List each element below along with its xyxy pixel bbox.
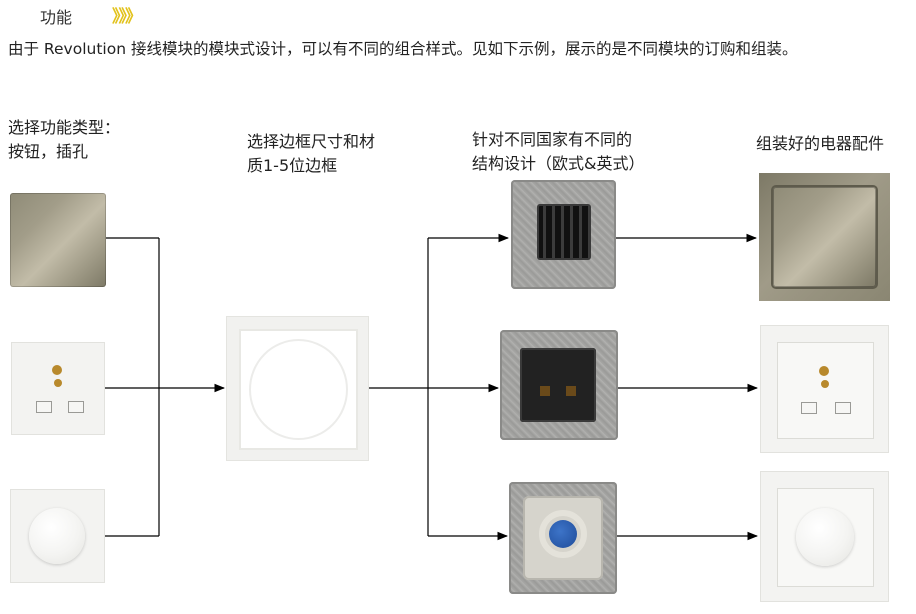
section-title: 功能: [40, 8, 73, 27]
socket-pin-icon: [819, 366, 829, 376]
dimmer-knob-icon: [796, 508, 854, 566]
socket-pin-icon: [52, 365, 62, 375]
dimmer-knob-icon: [29, 508, 85, 564]
assembled-metal-switch-image: [759, 173, 890, 301]
assembled-socket-image: [760, 325, 889, 453]
socket-pin-icon: [821, 380, 829, 388]
column-label-assembled: 组装好的电器配件: [756, 134, 885, 153]
dimmer-mechanism-image: [509, 482, 617, 594]
universal-socket-module-image: [11, 342, 105, 435]
dimmer-dial-icon: [549, 520, 577, 548]
metal-switch-module-image: [10, 193, 106, 287]
column-label-structure: 针对不同国家有不同的 结构设计（欧式&英式）: [472, 130, 645, 173]
socket-slot-icon: [68, 401, 84, 413]
socket-slot-icon: [801, 402, 817, 414]
frame-image: [226, 316, 369, 461]
dimmer-knob-module-image: [10, 489, 105, 583]
socket-pin-icon: [54, 379, 62, 387]
chevron-right-icon: 》》》: [112, 7, 142, 27]
switch-mechanism-image: [511, 180, 616, 289]
socket-mechanism-image: [500, 330, 618, 440]
column-label-frame: 选择边框尺寸和材 质1-5位边框: [247, 132, 376, 175]
socket-slot-icon: [835, 402, 851, 414]
column-label-function: 选择功能类型： 按钮，插孔: [8, 118, 121, 161]
socket-slot-icon: [36, 401, 52, 413]
assembled-dimmer-image: [760, 471, 889, 602]
intro-paragraph: 由于 Revolution 接线模块的模块式设计，可以有不同的组合样式。见如下示…: [8, 40, 798, 58]
